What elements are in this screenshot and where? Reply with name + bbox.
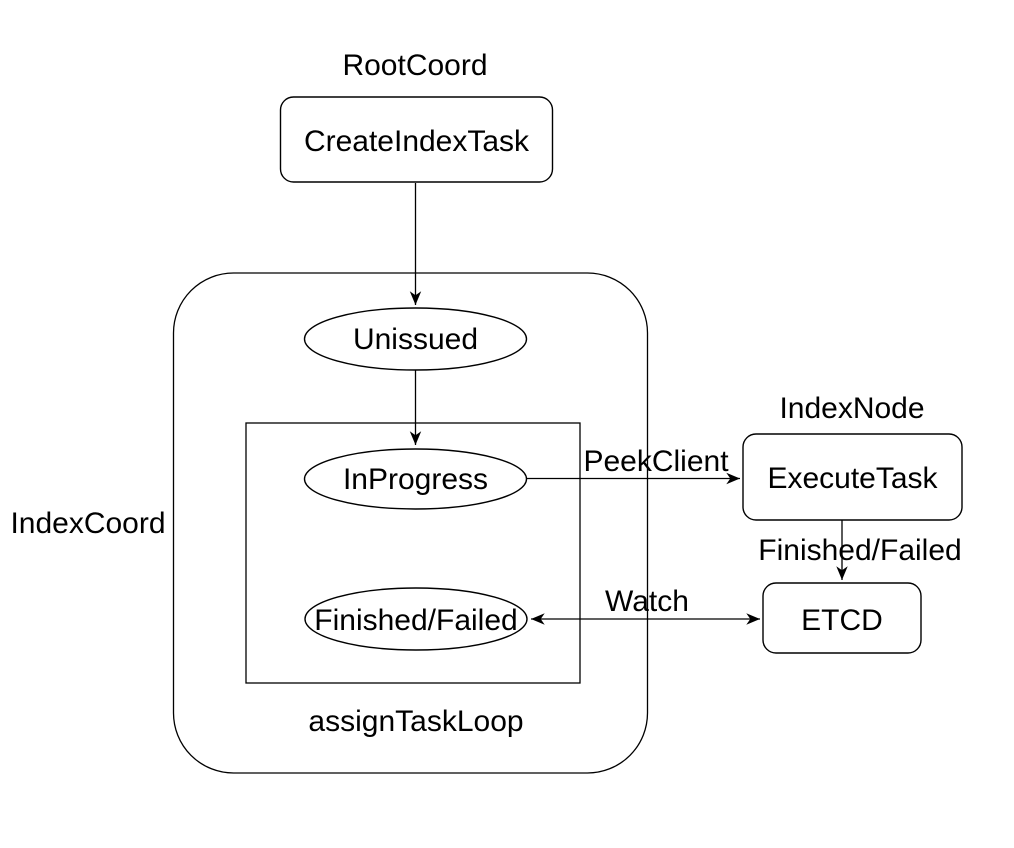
etcd-node <box>762 582 922 654</box>
in-progress-label: InProgress <box>343 463 488 496</box>
root-coord-label: RootCoord <box>342 49 487 82</box>
peek-client-edge-label: PeekClient <box>583 445 729 478</box>
unissued-state-node <box>303 307 528 371</box>
assign-task-loop-container <box>245 422 581 684</box>
finished-failed-edge-label: Finished/Failed <box>758 534 961 567</box>
index-coord-container <box>172 272 649 774</box>
index-node-label: IndexNode <box>779 392 924 425</box>
finished-failed-state-node <box>304 587 528 651</box>
create-index-task-node <box>279 96 554 183</box>
watch-edge-label: Watch <box>605 585 689 618</box>
in-progress-state-node <box>303 448 528 510</box>
execute-task-node <box>742 433 963 521</box>
finished-failed-state-label: Finished/Failed <box>314 604 517 637</box>
assign-task-loop-label: assignTaskLoop <box>308 705 523 738</box>
etcd-label: ETCD <box>801 604 883 637</box>
create-index-task-label: CreateIndexTask <box>304 125 530 158</box>
execute-task-label: ExecuteTask <box>767 462 938 495</box>
index-coord-label: IndexCoord <box>10 507 165 540</box>
unissued-label: Unissued <box>353 323 478 356</box>
